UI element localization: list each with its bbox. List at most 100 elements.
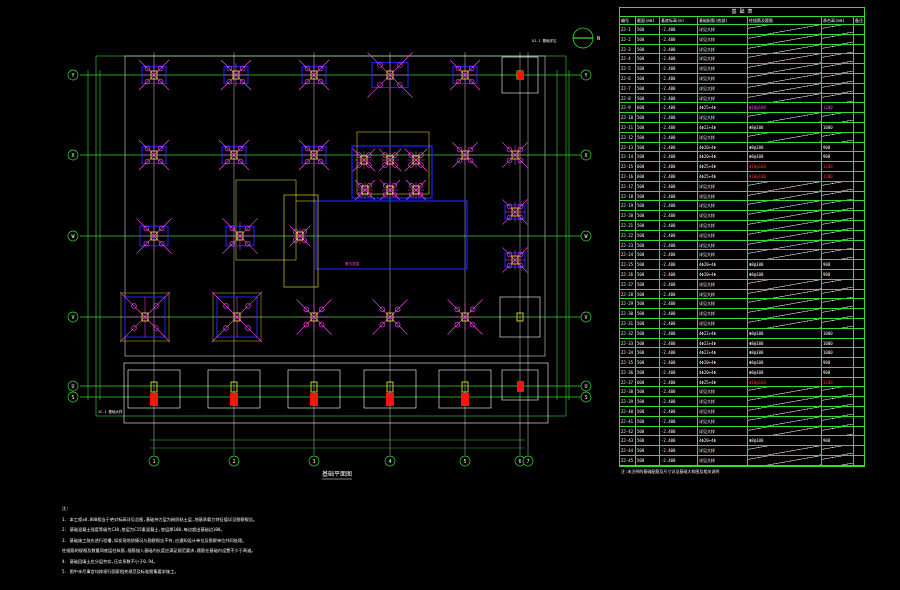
anchor-line <box>405 179 417 191</box>
table-cell: -2.400 <box>660 83 698 93</box>
table-cell: 500 <box>636 230 660 240</box>
table-cell: Φ8@100 <box>748 260 822 269</box>
anchor-line <box>367 74 391 98</box>
table-cell: -2.400 <box>660 230 698 240</box>
table-cell: ZJ-9 <box>620 103 636 113</box>
table-cell: 详见大样 <box>698 191 748 201</box>
anchor-line <box>354 189 366 201</box>
table-cell: -2.400 <box>660 309 698 318</box>
column <box>386 155 394 165</box>
table-cell: ZJ-25 <box>620 260 636 269</box>
table-header-cell: 柱插筋及箍筋 <box>748 16 822 24</box>
column-red <box>230 393 238 406</box>
table-cell: -2.400 <box>660 34 698 44</box>
anchor-circle <box>226 65 233 72</box>
table-cell: ZJ-5 <box>620 64 636 73</box>
table-cell <box>854 250 864 259</box>
table-cell: 900 <box>822 152 854 162</box>
table-cell: ZJ-16 <box>620 171 636 181</box>
table-cell <box>748 397 822 407</box>
table-cell: 500 <box>636 328 660 338</box>
callout-lower: JC-1 基础大样 <box>98 409 123 414</box>
table-cell <box>854 329 864 338</box>
table-cell <box>822 93 854 103</box>
table-cell: -2.400 <box>660 211 698 220</box>
table-cell: -2.400 <box>660 456 698 465</box>
table-cell: -2.400 <box>660 318 698 328</box>
anchor-line <box>289 225 301 237</box>
table-cell <box>822 25 854 34</box>
anchor-line <box>220 59 237 76</box>
table-cell <box>822 407 854 416</box>
table-header-row: 编号截面(mm)基底标高(m)基础配筋(底部)柱插筋及箍筋承台高(mm)备注 <box>620 16 864 25</box>
anchor-circle <box>245 325 251 331</box>
anchor-circle <box>131 325 137 331</box>
table-cell: -2.400 <box>660 416 698 426</box>
anchor-circle <box>470 306 476 312</box>
table-cell: -2.400 <box>660 44 698 54</box>
table-cell: 500 <box>636 240 660 250</box>
anchor-line <box>236 291 263 318</box>
table-cell: ZJ-12 <box>620 132 636 142</box>
anchor-circle <box>382 152 388 158</box>
table-cell: -2.400 <box>660 201 698 211</box>
table-cell: ZJ-15 <box>620 162 636 171</box>
footing <box>138 59 170 91</box>
note-line: 4. 基础回填土应分层夯实,压实系数不小于0.94。 <box>62 558 158 564</box>
table-cell: -2.400 <box>660 299 698 309</box>
strip-outline <box>123 362 549 424</box>
pit-step <box>283 194 319 288</box>
table-cell: 详见大样 <box>698 426 748 436</box>
axis-bubble <box>580 391 592 403</box>
table-cell: 900 <box>822 260 854 269</box>
anchor-line <box>138 139 155 156</box>
table-cell: -2.400 <box>660 181 698 191</box>
anchor-line <box>415 148 428 161</box>
table-cell: Φ10@100 <box>748 162 822 171</box>
column <box>386 381 394 393</box>
table-cell <box>748 93 822 103</box>
footing <box>367 52 413 98</box>
anchor-line <box>299 235 311 247</box>
table-cell: ZJ-45 <box>620 456 636 465</box>
strip-pad <box>501 369 539 401</box>
table-header-cell: 承台高(mm) <box>822 16 854 24</box>
table-cell: ZJ-30 <box>620 309 636 318</box>
column <box>150 70 158 80</box>
table-cell: 详见大样 <box>698 397 748 407</box>
axis-bubble <box>67 380 79 392</box>
column <box>461 70 469 80</box>
table-cell <box>748 407 822 416</box>
column <box>150 231 158 241</box>
table-cell <box>822 230 854 240</box>
table-cell: -2.400 <box>660 25 698 34</box>
table-cell <box>748 250 822 260</box>
anchor-line <box>405 189 417 201</box>
anchor-circle <box>144 145 151 152</box>
table-header-cell: 基底标高(m) <box>660 16 698 24</box>
table-cell <box>854 241 864 250</box>
anchor-circle <box>229 225 236 232</box>
anchor-line <box>298 59 315 76</box>
table-cell: 4Φ20+4Φ <box>698 142 748 152</box>
table-cell <box>822 54 854 64</box>
footing <box>452 142 478 168</box>
anchor-circle <box>392 152 398 158</box>
row-axis-label: Y <box>584 73 587 79</box>
table-cell: ZJ-35 <box>620 358 636 367</box>
table-cell: 详见大样 <box>698 416 748 426</box>
table-cell: 4Φ20+4Φ <box>698 367 748 377</box>
anchor-circle <box>157 145 164 152</box>
footing <box>354 179 376 201</box>
table-cell: ZJ-38 <box>620 387 636 397</box>
table-header-cell: 基础配筋(底部) <box>698 16 748 24</box>
table-cell <box>748 299 822 309</box>
anchor-line <box>153 139 170 156</box>
anchor-line <box>404 159 417 172</box>
column <box>412 185 420 195</box>
table-cell <box>854 54 864 63</box>
